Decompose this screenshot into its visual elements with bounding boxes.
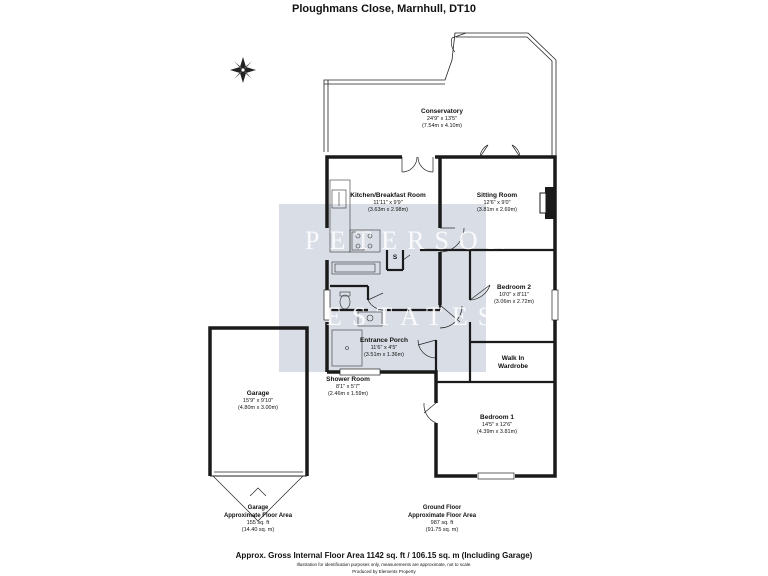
producer-credit: Produced by Elements Property — [352, 569, 416, 574]
room-porch: Entrance Porch 11'6" x 4'5" (3.51m x 1.3… — [360, 337, 408, 359]
area-heading: Ground Floor — [422, 505, 462, 511]
ground-floor-area-block: Ground Floor Approximate Floor Area 987 … — [408, 505, 476, 534]
room-dim-metric: (3.51m x 1.36m) — [363, 352, 405, 358]
conservatory-outline — [323, 32, 557, 157]
room-bedroom1: Bedroom 1 14'5" x 12'6" (4.39m x 3.81m) — [477, 414, 517, 436]
room-dim-imperial: 11'6" x 4'5" — [370, 345, 398, 351]
watermark-text-1: PETERSON — [305, 226, 517, 255]
room-dim-metric: (3.81m x 2.69m) — [476, 207, 518, 213]
room-dim-metric: (3.06m x 2.72m) — [493, 299, 535, 305]
area-sqft: 987 sq. ft — [430, 520, 454, 526]
room-bedroom2: Bedroom 2 10'0" x 8'11" (3.06m x 2.72m) — [494, 284, 534, 306]
watermark-text-2: ESTATES — [326, 302, 503, 331]
gross-floor-area: Approx. Gross Internal Floor Area 1142 s… — [235, 551, 533, 560]
room-name: Bedroom 2 — [497, 284, 531, 291]
room-dim-imperial: 15'9" x 9'10" — [242, 398, 274, 404]
garage-door-icon — [210, 471, 307, 522]
area-heading: Garage — [247, 505, 269, 511]
room-wardrobe: Walk In Wardrobe — [498, 355, 528, 371]
kitchen-fittings — [329, 179, 381, 275]
house-walls — [325, 155, 557, 478]
room-name: Walk In — [501, 355, 525, 362]
watermark-box — [279, 204, 486, 372]
room-name: Wardrobe — [497, 363, 529, 370]
conservatory-door-icon — [450, 32, 467, 53]
area-sqm: (91.75 sq. m) — [425, 527, 459, 533]
room-name: Shower Room — [326, 376, 370, 383]
fireplace-icon — [539, 187, 555, 219]
internal-walls — [327, 248, 555, 384]
room-name: Entrance Porch — [359, 337, 409, 344]
door-swings — [367, 144, 521, 424]
room-dim-metric: (4.39m x 3.81m) — [476, 429, 518, 435]
bathroom-fittings — [331, 291, 383, 367]
room-name: Kitchen/Breakfast Room — [350, 192, 426, 199]
room-kitchen: Kitchen/Breakfast Room 11'11" x 9'9" (3.… — [350, 192, 426, 214]
page-title: Ploughmans Close, Marnhull, DT10 — [292, 3, 476, 15]
area-sqft: 155 sq. ft — [246, 520, 270, 526]
garage-walls — [208, 326, 309, 476]
room-dim-metric: (7.54m x 4.10m) — [421, 123, 463, 129]
room-dim-imperial: 11'11" x 9'9" — [373, 200, 403, 206]
compass-rose-icon — [230, 57, 256, 83]
room-name: Sitting Room — [476, 192, 518, 199]
room-dim-imperial: 14'5" x 12'6" — [481, 422, 513, 428]
room-shower: Shower Room 8'1" x 5'7" (2.46m x 1.59m) — [326, 376, 370, 398]
room-dim-imperial: 12'6" x 9'0" — [483, 200, 511, 206]
room-dim-metric: (4.80m x 3.00m) — [237, 405, 279, 411]
windows — [323, 289, 559, 480]
garage-area-block: Garage Approximate Floor Area 155 sq. ft… — [224, 505, 292, 534]
area-subheading: Approximate Floor Area — [223, 512, 293, 519]
room-name: Garage — [246, 390, 270, 397]
disclaimer: Illustration for identification purposes… — [296, 562, 472, 567]
room-dim-imperial: 8'1" x 5'7" — [335, 384, 361, 390]
area-sqm: (14.40 sq. m) — [241, 527, 275, 533]
area-subheading: Approximate Floor Area — [407, 512, 477, 519]
room-sitting: Sitting Room 12'6" x 9'0" (3.81m x 2.69m… — [477, 192, 517, 214]
room-dim-imperial: 10'0" x 8'11" — [499, 292, 529, 298]
room-dim-metric: (2.46m x 1.59m) — [327, 391, 369, 397]
room-store-label: S — [392, 254, 398, 261]
room-garage: Garage 15'9" x 9'10" (4.80m x 3.00m) — [238, 390, 278, 412]
room-dim-metric: (3.63m x 2.98m) — [367, 207, 409, 213]
room-dim-imperial: 24'9" x 13'5" — [426, 116, 458, 122]
room-conservatory: Conservatory 24'9" x 13'5" (7.54m x 4.10… — [421, 108, 463, 130]
room-name: Bedroom 1 — [480, 414, 514, 421]
room-name: Conservatory — [421, 108, 463, 115]
